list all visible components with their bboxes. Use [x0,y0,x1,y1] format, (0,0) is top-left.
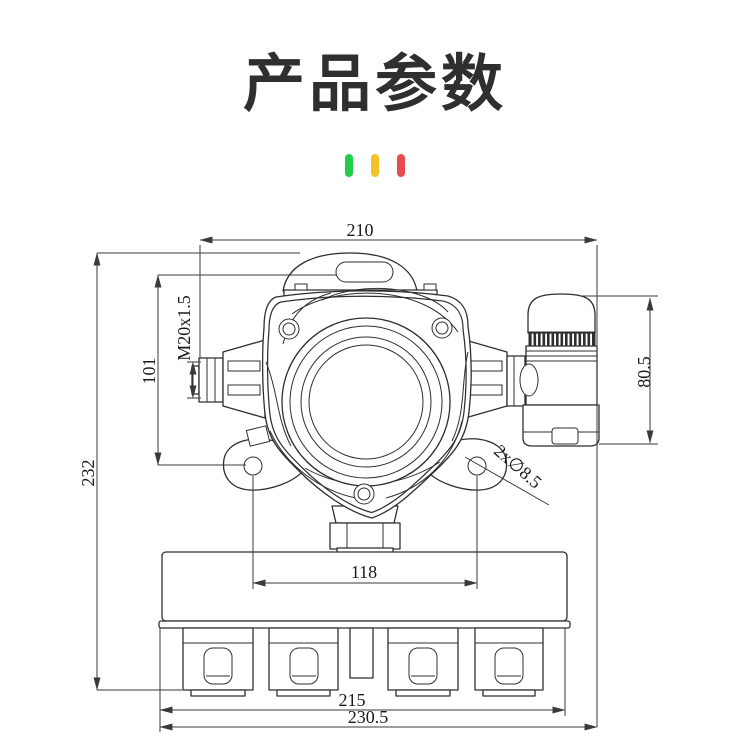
dim-base-width: 215 [339,690,366,710]
dim-hole-spacing: 118 [351,562,377,582]
dim-top-width: 210 [347,220,374,240]
dim-overall-height: 232 [78,460,98,487]
detector-device [158,252,600,697]
dim-mount-offset: 101 [139,358,159,385]
cable-gland-left [191,339,266,419]
dim-overall-width: 230.5 [348,707,389,727]
base-foot [474,627,544,697]
alarm-beacon [519,293,600,447]
mounting-base [158,551,571,697]
bracket-right [464,339,526,419]
green-bar-icon [345,154,353,177]
yellow-bar-icon [371,154,379,177]
main-housing [243,287,487,519]
base-foot [387,627,459,697]
accent-bars [0,154,750,177]
red-bar-icon [397,154,405,177]
dim-alarm-height: 80.5 [634,356,654,388]
base-foot [182,627,254,697]
page-title: 产品参数 [242,50,507,119]
base-foot [268,627,339,697]
dim-thread-spec: M20x1.5 [174,295,194,361]
